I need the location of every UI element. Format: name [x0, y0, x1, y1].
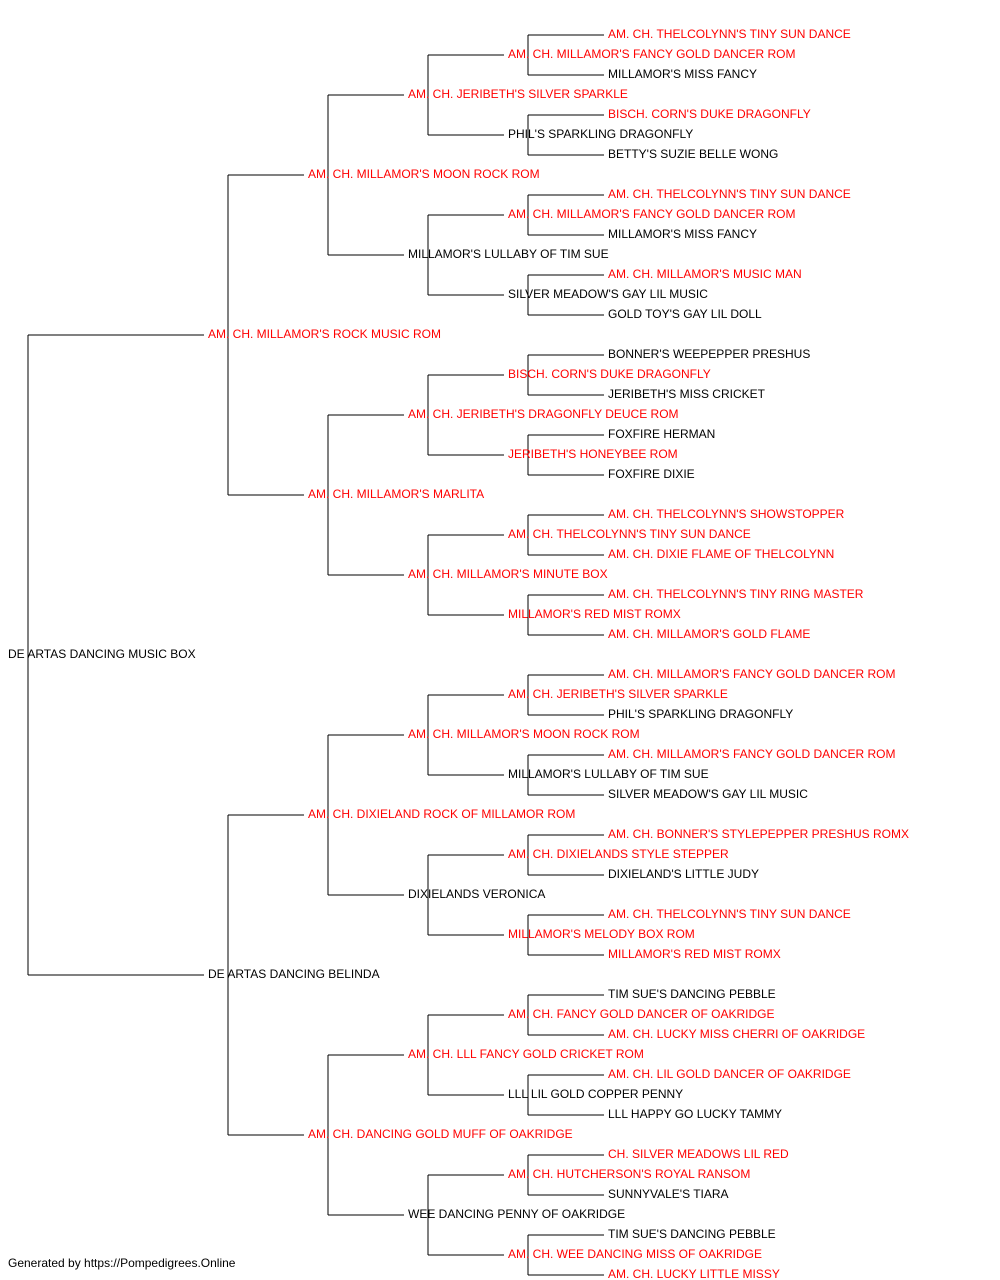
label-gap — [526, 726, 530, 742]
ancestor-name: AM. CH. WEE DANCING MISS OF OAKRIDGE — [508, 1247, 762, 1261]
label-gap — [326, 326, 330, 342]
ancestor-name: AM. CH. MILLAMOR'S MARLITA — [308, 487, 484, 501]
ancestor-name: AM. CH. THELCOLYNN'S TINY SUN DANCE — [608, 27, 851, 41]
label-gap — [526, 1046, 530, 1062]
ancestor-name: AM. CH. THELCOLYNN'S TINY SUN DANCE — [608, 187, 851, 201]
ancestor-name: MILLAMOR'S RED MIST ROMX — [508, 607, 681, 621]
ancestor-name: PHIL'S SPARKLING DRAGONFLY — [608, 707, 793, 721]
ancestor-name: AM. CH. DIXIELAND ROCK OF MILLAMOR ROM — [308, 807, 575, 821]
ancestor-name: SUNNYVALE'S TIARA — [608, 1187, 729, 1201]
ancestor-name: AM. CH. LIL GOLD DANCER OF OAKRIDGE — [608, 1067, 851, 1081]
ancestor-name: AM. CH. MILLAMOR'S FANCY GOLD DANCER ROM — [508, 207, 795, 221]
ancestor-name: AM. CH. DANCING GOLD MUFF OF OAKRIDGE — [308, 1127, 573, 1141]
ancestor-name: GOLD TOY'S GAY LIL DOLL — [608, 307, 762, 321]
ancestor-name: AM. CH. MILLAMOR'S GOLD FLAME — [608, 627, 810, 641]
ancestor-name: AM. CH. HUTCHERSON'S ROYAL RANSOM — [508, 1167, 750, 1181]
label-gap — [526, 806, 530, 822]
footer-credit: Generated by https://Pompedigrees.Online — [8, 1256, 236, 1270]
ancestor-name: DIXIELANDS VERONICA — [408, 887, 545, 901]
label-gap — [526, 246, 530, 262]
ancestor-name: AM. CH. THELCOLYNN'S TINY SUN DANCE — [508, 527, 751, 541]
label-gap — [526, 406, 530, 422]
ancestor-name: BONNER'S WEEPEPPER PRESHUS — [608, 347, 810, 361]
ancestor-name: LLL LIL GOLD COPPER PENNY — [508, 1087, 683, 1101]
ancestor-name: BETTY'S SUZIE BELLE WONG — [608, 147, 778, 161]
subject-name: DE ARTAS DANCING MUSIC BOX — [8, 647, 196, 661]
label-gap — [326, 966, 330, 982]
label-gap — [426, 326, 430, 342]
ancestor-name: CH. SILVER MEADOWS LIL RED — [608, 1147, 789, 1161]
label-gap — [426, 806, 430, 822]
ancestor-name: AM. CH. BONNER'S STYLEPEPPER PRESHUS ROM… — [608, 827, 909, 841]
ancestor-name: BISCH. CORN'S DUKE DRAGONFLY — [508, 367, 711, 381]
label-gap — [426, 1126, 430, 1142]
ancestor-name: AM. CH. JERIBETH'S SILVER SPARKLE — [508, 687, 728, 701]
label-gap — [526, 86, 530, 102]
ancestor-name: AM. CH. FANCY GOLD DANCER OF OAKRIDGE — [508, 1007, 774, 1021]
ancestor-name: AM. CH. MILLAMOR'S MUSIC MAN — [608, 267, 802, 281]
ancestor-name: MILLAMOR'S RED MIST ROMX — [608, 947, 781, 961]
ancestor-name: DIXIELAND'S LITTLE JUDY — [608, 867, 759, 881]
ancestor-name: AM. CH. MILLAMOR'S MINUTE BOX — [408, 567, 608, 581]
ancestor-name: AM. CH. THELCOLYNN'S TINY RING MASTER — [608, 587, 864, 601]
ancestor-name: MILLAMOR'S MISS FANCY — [608, 227, 757, 241]
ancestor-name: AM. CH. JERIBETH'S SILVER SPARKLE — [408, 87, 628, 101]
ancestor-name: BISCH. CORN'S DUKE DRAGONFLY — [608, 107, 811, 121]
ancestor-name: TIM SUE'S DANCING PEBBLE — [608, 987, 776, 1001]
ancestor-name: DE ARTAS DANCING BELINDA — [208, 967, 380, 981]
label-gap — [426, 486, 430, 502]
ancestor-name: AM. CH. MILLAMOR'S FANCY GOLD DANCER ROM — [508, 47, 795, 61]
ancestor-name: AM. CH. DIXIE FLAME OF THELCOLYNN — [608, 547, 834, 561]
ancestor-name: SILVER MEADOW'S GAY LIL MUSIC — [508, 287, 708, 301]
label-gap — [526, 166, 530, 182]
ancestor-name: AM. CH. MILLAMOR'S FANCY GOLD DANCER ROM — [608, 747, 895, 761]
ancestor-name: AM. CH. DIXIELANDS STYLE STEPPER — [508, 847, 729, 861]
ancestor-name: FOXFIRE DIXIE — [608, 467, 695, 481]
ancestor-name: AM. CH. MILLAMOR'S MOON ROCK ROM — [308, 167, 540, 181]
ancestor-name: AM. CH. MILLAMOR'S FANCY GOLD DANCER ROM — [608, 667, 895, 681]
label-gap — [526, 886, 530, 902]
ancestor-name: MILLAMOR'S MISS FANCY — [608, 67, 757, 81]
ancestor-name: MILLAMOR'S LULLABY OF TIM SUE — [508, 767, 709, 781]
label-gap — [526, 1126, 530, 1142]
label-gap — [426, 166, 430, 182]
label-gap — [526, 566, 530, 582]
ancestor-name: AM. CH. JERIBETH'S DRAGONFLY DEUCE ROM — [408, 407, 679, 421]
ancestor-name: WEE DANCING PENNY OF OAKRIDGE — [408, 1207, 625, 1221]
ancestor-name: AM. CH. LLL FANCY GOLD CRICKET ROM — [408, 1047, 644, 1061]
ancestor-name: FOXFIRE HERMAN — [608, 427, 715, 441]
ancestor-name: AM. CH. MILLAMOR'S MOON ROCK ROM — [408, 727, 640, 741]
label-gap — [526, 1206, 530, 1222]
ancestor-name: MILLAMOR'S MELODY BOX ROM — [508, 927, 695, 941]
ancestor-name: JERIBETH'S HONEYBEE ROM — [508, 447, 678, 461]
ancestor-name: MILLAMOR'S LULLABY OF TIM SUE — [408, 247, 609, 261]
ancestor-name: AM. CH. THELCOLYNN'S TINY SUN DANCE — [608, 907, 851, 921]
ancestor-name: TIM SUE'S DANCING PEBBLE — [608, 1227, 776, 1241]
ancestor-name: SILVER MEADOW'S GAY LIL MUSIC — [608, 787, 808, 801]
ancestor-name: JERIBETH'S MISS CRICKET — [608, 387, 766, 401]
ancestor-name: LLL HAPPY GO LUCKY TAMMY — [608, 1107, 782, 1121]
ancestor-name: AM. CH. LUCKY LITTLE MISSY — [608, 1267, 780, 1280]
ancestor-name: PHIL'S SPARKLING DRAGONFLY — [508, 127, 693, 141]
ancestor-name: AM. CH. THELCOLYNN'S SHOWSTOPPER — [608, 507, 845, 521]
ancestor-name: AM. CH. MILLAMOR'S ROCK MUSIC ROM — [208, 327, 441, 341]
ancestor-name: AM. CH. LUCKY MISS CHERRI OF OAKRIDGE — [608, 1027, 865, 1041]
